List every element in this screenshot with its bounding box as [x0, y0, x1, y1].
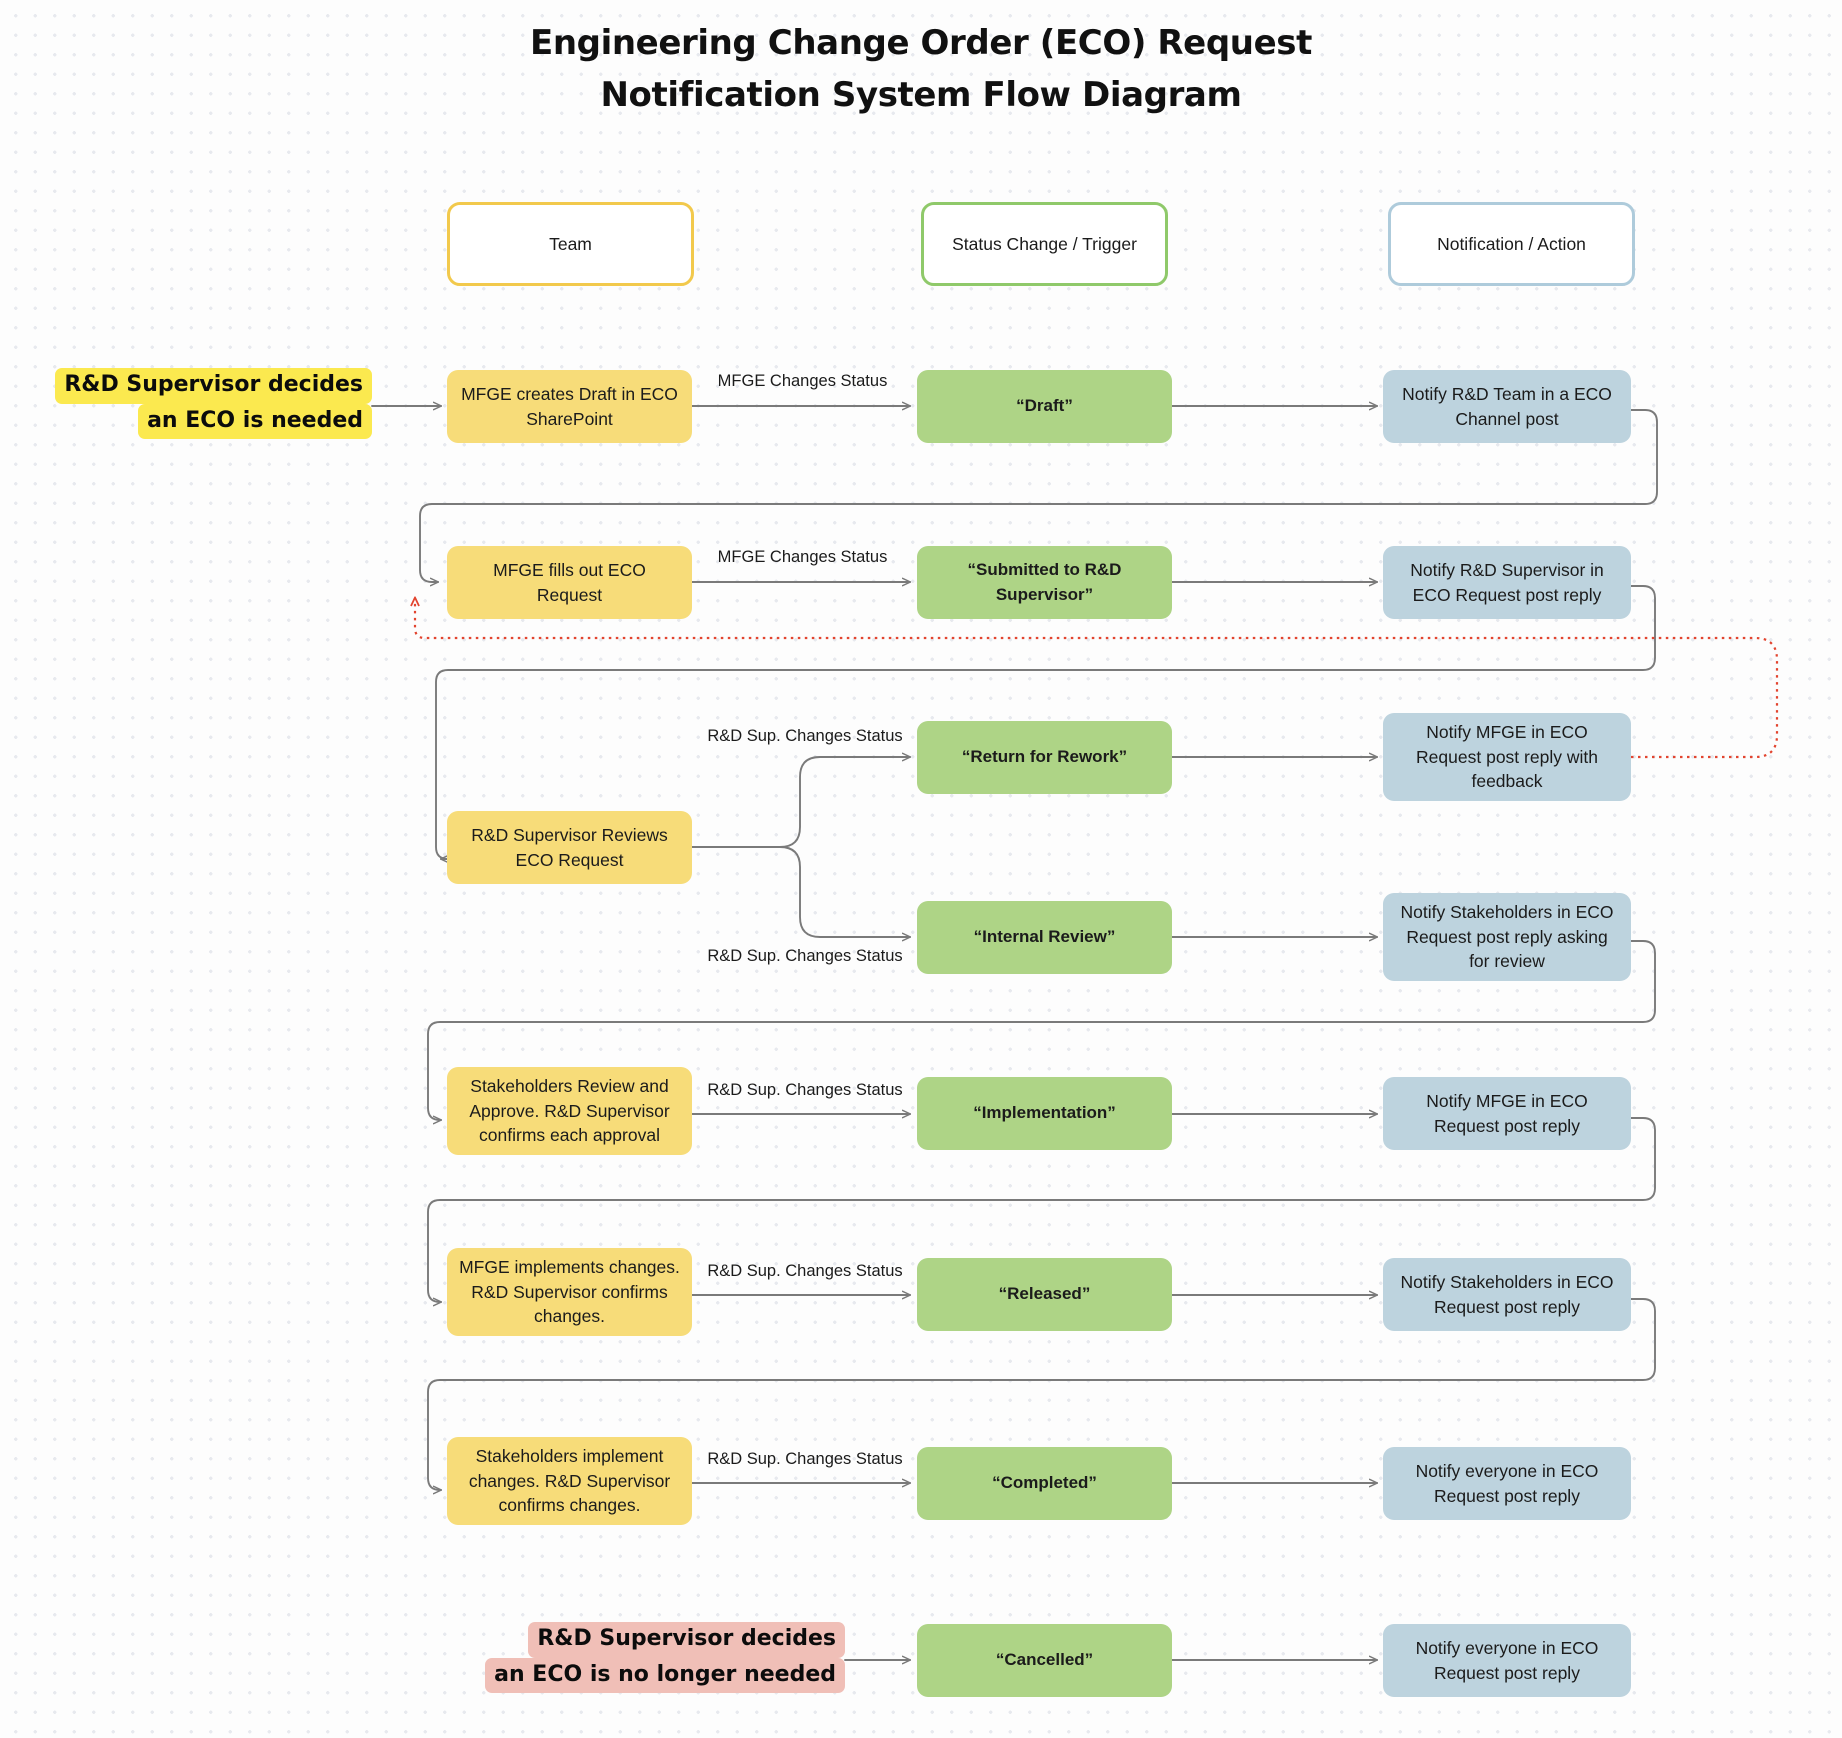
edge-label-internal-review: R&D Sup. Changes Status: [707, 947, 903, 965]
node-label: “Draft”: [1016, 396, 1073, 416]
edge-label-completed: R&D Sup. Changes Status: [707, 1450, 903, 1468]
node-label: “Completed”: [992, 1473, 1097, 1493]
start-marker: R&D Supervisor decides an ECO is needed: [27, 368, 372, 440]
node-label: “Return for Rework”: [961, 747, 1128, 767]
node-team-mfge-implements[interactable]: MFGE implements changes. R&D Supervisor …: [447, 1248, 692, 1336]
legend-notification: Notification / Action: [1388, 202, 1635, 286]
node-notify-draft[interactable]: Notify R&D Team in a ECO Channel post: [1383, 370, 1631, 443]
node-label: “Released”: [998, 1284, 1091, 1304]
node-status-released[interactable]: “Released”: [917, 1258, 1172, 1331]
legend-status-label: Status Change / Trigger: [952, 233, 1137, 254]
edge-label-rework: R&D Sup. Changes Status: [707, 727, 903, 745]
legend-team: Team: [447, 202, 694, 286]
node-label: MFGE implements changes. R&D Supervisor …: [459, 1256, 680, 1327]
cancel-marker: R&D Supervisor decides an ECO is no long…: [470, 1622, 845, 1694]
node-team-stakeholders-approve[interactable]: Stakeholders Review and Approve. R&D Sup…: [447, 1067, 692, 1155]
legend-team-label: Team: [549, 233, 592, 254]
edge-label-released: R&D Sup. Changes Status: [707, 1262, 903, 1280]
node-team-supervisor-reviews[interactable]: R&D Supervisor Reviews ECO Request: [447, 811, 692, 884]
title-line-1: Engineering Change Order (ECO) Request: [530, 23, 1312, 63]
title-line-2: Notification System Flow Diagram: [600, 74, 1242, 115]
node-label: “Implementation”: [973, 1103, 1116, 1123]
node-team-creates-draft[interactable]: MFGE creates Draft in ECO SharePoint: [447, 370, 692, 443]
node-notify-internal-review[interactable]: Notify Stakeholders in ECO Request post …: [1383, 893, 1631, 981]
legend-notification-label: Notification / Action: [1437, 233, 1586, 254]
node-label: “Cancelled”: [995, 1650, 1094, 1670]
cancel-marker-line-1: R&D Supervisor decides: [528, 1622, 845, 1658]
node-label: R&D Supervisor Reviews ECO Request: [471, 824, 668, 870]
node-label: “Internal Review”: [973, 927, 1116, 947]
node-label: Stakeholders implement changes. R&D Supe…: [468, 1445, 671, 1516]
node-status-draft[interactable]: “Draft”: [917, 370, 1172, 443]
cancel-marker-line-2: an ECO is no longer needed: [485, 1657, 845, 1694]
node-label: Notify MFGE in ECO Request post reply wi…: [1416, 721, 1598, 792]
node-label: Notify Stakeholders in ECO Request post …: [1400, 901, 1614, 972]
node-label: Notify everyone in ECO Request post repl…: [1415, 1637, 1599, 1683]
node-notify-completed[interactable]: Notify everyone in ECO Request post repl…: [1383, 1447, 1631, 1520]
edge-label-implementation: R&D Sup. Changes Status: [707, 1081, 903, 1099]
start-marker-line-1: R&D Supervisor decides: [55, 368, 372, 404]
node-label: “Submitted to R&D Supervisor”: [967, 560, 1122, 604]
node-status-implementation[interactable]: “Implementation”: [917, 1077, 1172, 1150]
node-label: MFGE creates Draft in ECO SharePoint: [461, 383, 678, 429]
node-label: Notify Stakeholders in ECO Request post …: [1400, 1271, 1614, 1317]
node-notify-released[interactable]: Notify Stakeholders in ECO Request post …: [1383, 1258, 1631, 1331]
node-status-internal-review[interactable]: “Internal Review”: [917, 901, 1172, 974]
node-label: Stakeholders Review and Approve. R&D Sup…: [469, 1075, 670, 1146]
start-marker-line-2: an ECO is needed: [138, 403, 372, 440]
node-notify-submitted[interactable]: Notify R&D Supervisor in ECO Request pos…: [1383, 546, 1631, 619]
node-status-submitted[interactable]: “Submitted to R&D Supervisor”: [917, 546, 1172, 619]
node-status-cancelled[interactable]: “Cancelled”: [917, 1624, 1172, 1697]
edge-label-draft: MFGE Changes Status: [717, 372, 888, 390]
edge-label-submitted: MFGE Changes Status: [717, 548, 888, 566]
node-status-completed[interactable]: “Completed”: [917, 1447, 1172, 1520]
node-label: Notify R&D Team in a ECO Channel post: [1402, 383, 1612, 429]
node-notify-implementation[interactable]: Notify MFGE in ECO Request post reply: [1383, 1077, 1631, 1150]
node-label: Notify everyone in ECO Request post repl…: [1415, 1460, 1599, 1506]
node-notify-cancelled[interactable]: Notify everyone in ECO Request post repl…: [1383, 1624, 1631, 1697]
node-label: Notify R&D Supervisor in ECO Request pos…: [1410, 559, 1604, 605]
node-notify-rework[interactable]: Notify MFGE in ECO Request post reply wi…: [1383, 713, 1631, 801]
node-team-stakeholders-implement[interactable]: Stakeholders implement changes. R&D Supe…: [447, 1437, 692, 1525]
edge-review-to-internal: [691, 846, 910, 937]
edge-review-to-rework: [691, 757, 910, 848]
node-team-fills-eco-request[interactable]: MFGE fills out ECO Request: [447, 546, 692, 619]
legend-status: Status Change / Trigger: [921, 202, 1168, 286]
node-label: Notify MFGE in ECO Request post reply: [1426, 1090, 1588, 1136]
node-status-return-for-rework[interactable]: “Return for Rework”: [917, 721, 1172, 794]
node-label: MFGE fills out ECO Request: [493, 559, 646, 605]
page-title: Engineering Change Order (ECO) Request N…: [0, 18, 1842, 121]
